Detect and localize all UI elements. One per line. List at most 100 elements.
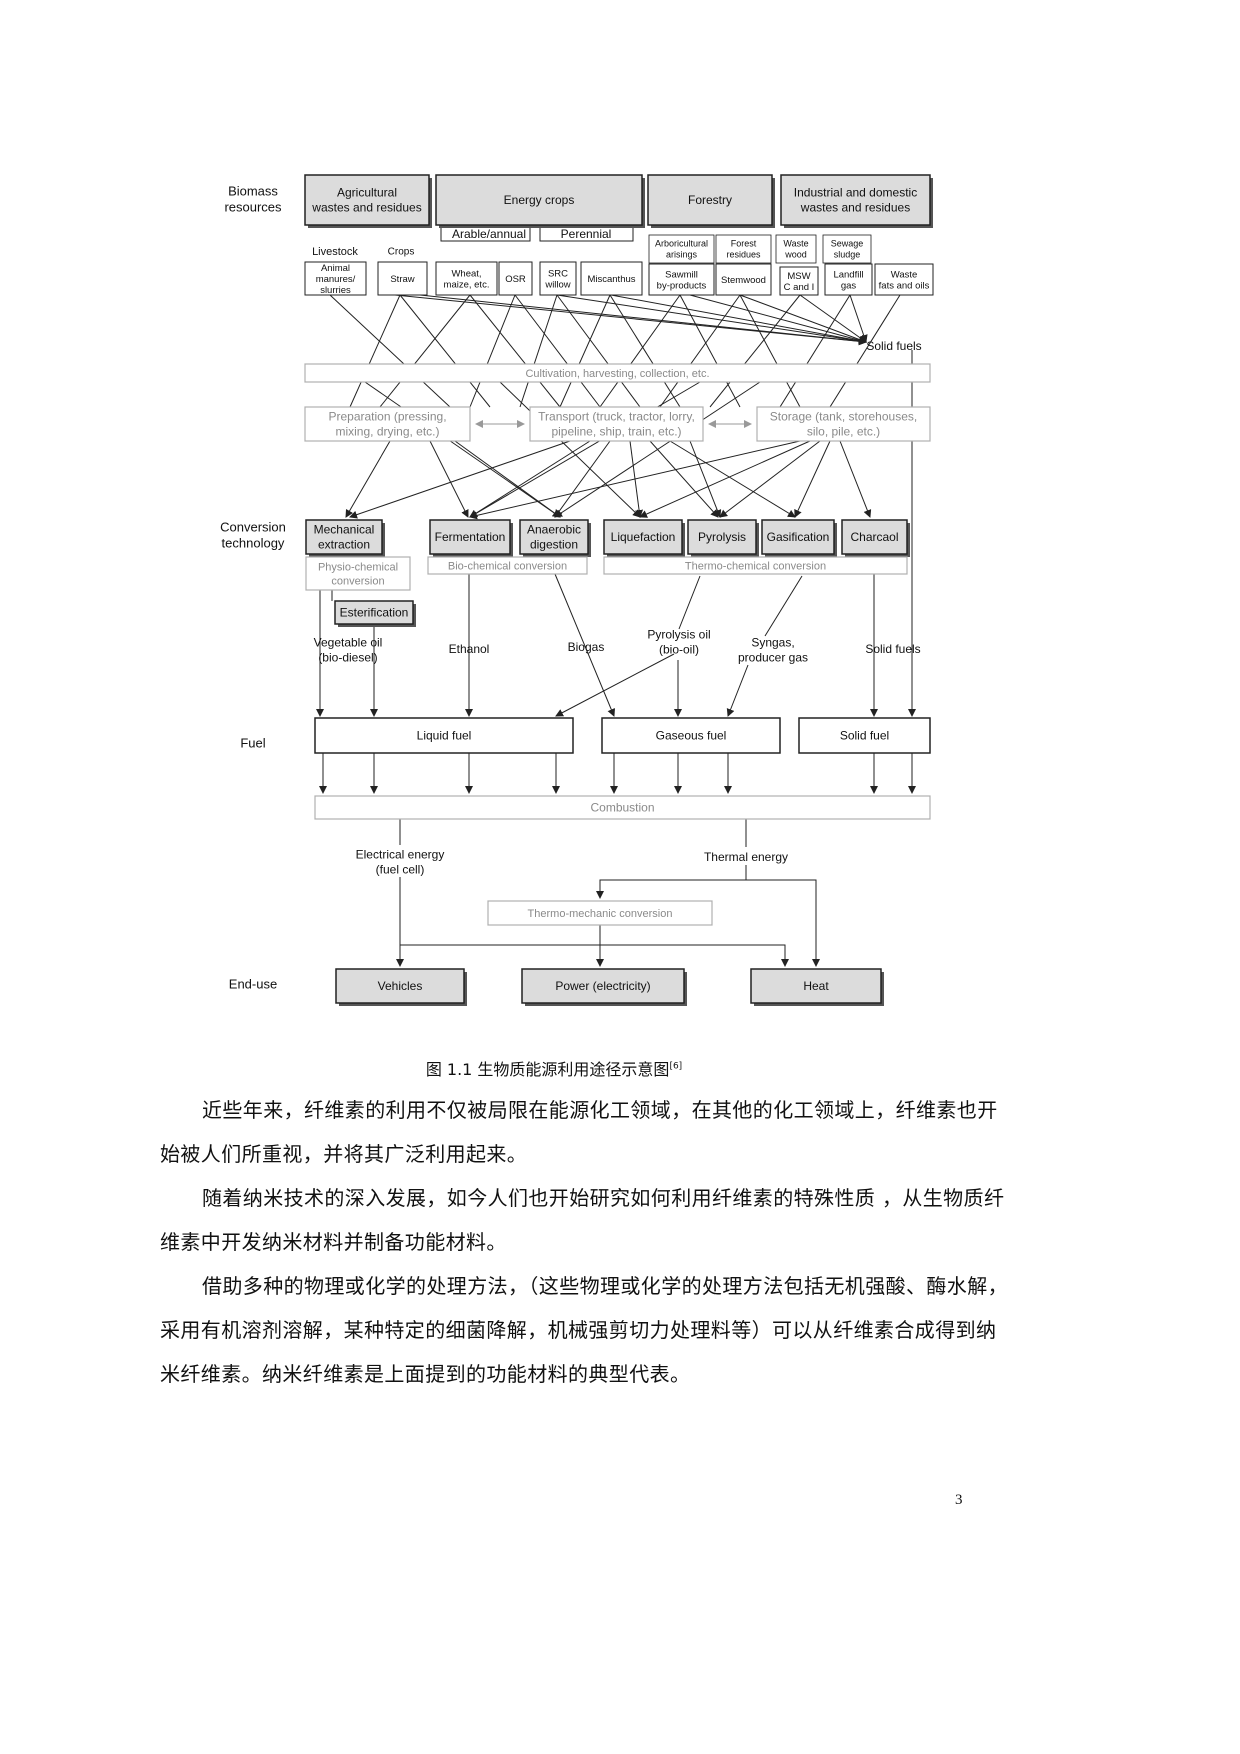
waste-fats-box bbox=[874, 263, 934, 296]
miscanthus-box bbox=[580, 261, 643, 296]
row-label-fuel: Fuel bbox=[240, 736, 265, 751]
resource-link-13 bbox=[659, 294, 741, 408]
connector-lines bbox=[316, 225, 916, 967]
thermo-chemical-box-label: Thermo-chemical conversion bbox=[685, 560, 826, 572]
liquid-fuel-box bbox=[314, 717, 574, 754]
cultivation-bar bbox=[304, 363, 931, 383]
to-technology-13 bbox=[794, 440, 831, 518]
power-box bbox=[521, 968, 685, 1004]
thermal-energy-label: Thermal energy bbox=[704, 850, 788, 864]
src-willow-box bbox=[539, 261, 577, 296]
esterification-box-label: Esterification bbox=[340, 606, 409, 620]
bio-chemical-box bbox=[427, 556, 588, 575]
resource-link-2 bbox=[399, 294, 491, 408]
resource-link-11 bbox=[599, 294, 681, 408]
stemwood-box bbox=[715, 263, 772, 296]
charcoal-box bbox=[841, 519, 908, 555]
vehicles-box bbox=[335, 968, 465, 1004]
paragraph-2: 随着纳米技术的深入发展，如今人们也开始研究如何利用纤维素的特殊性质 ，从生物质纤… bbox=[160, 1186, 1005, 1254]
msw-box bbox=[779, 266, 819, 296]
arable-bracket bbox=[440, 225, 531, 242]
gasification-to-syngas bbox=[764, 575, 803, 637]
thermo-mechanic-box bbox=[487, 900, 713, 926]
preparation-box-label: Preparation (pressing,mixing, drying, et… bbox=[328, 410, 446, 439]
arable-label: Arable/annual bbox=[452, 227, 526, 241]
liquefaction-box bbox=[603, 519, 683, 555]
solid-fuel-box-label: Solid fuel bbox=[840, 729, 889, 743]
to-technology-9 bbox=[689, 440, 722, 518]
forestry-box-label: Forestry bbox=[688, 193, 732, 207]
preparation-box bbox=[304, 406, 471, 442]
gasification-box bbox=[761, 519, 835, 555]
mechanical-extraction-box bbox=[305, 519, 383, 555]
resource-link-1 bbox=[349, 294, 401, 408]
crops-label: Crops bbox=[388, 247, 415, 258]
thermo-mechanic-box-label: Thermo-mechanic conversion bbox=[528, 908, 673, 920]
resource-link-10 bbox=[609, 294, 681, 408]
fermentation-box-label: Fermentation bbox=[435, 530, 506, 544]
forestry-box bbox=[647, 174, 773, 226]
liquid-fuel-box-label: Liquid fuel bbox=[417, 729, 472, 743]
solid-fuels-top-label: Solid fuels bbox=[866, 339, 921, 353]
forest-residues-box bbox=[715, 234, 772, 264]
sawmill-box bbox=[648, 263, 715, 296]
combustion-bar bbox=[314, 795, 931, 820]
resource-link-8 bbox=[556, 294, 641, 408]
perennial-bracket bbox=[539, 225, 634, 242]
straw-box bbox=[377, 261, 428, 296]
anaerobic-digestion-box bbox=[519, 519, 589, 555]
landfill-box bbox=[824, 263, 873, 296]
physio-chemical-box bbox=[305, 556, 411, 591]
waste-wood-box bbox=[775, 234, 817, 264]
industrial-box bbox=[780, 174, 931, 226]
anaerobic-to-gaseous bbox=[554, 573, 616, 717]
solid-fuels-label: Solid fuels bbox=[865, 642, 920, 656]
to-technology-0 bbox=[345, 440, 391, 518]
paragraph-1: 近些年来，纤维素的利用不仅被局限在能源化工领域，在其他的化工领域上，纤维素也开始… bbox=[160, 1098, 998, 1166]
bio-chemical-box-label: Bio-chemical conversion bbox=[448, 560, 567, 572]
to-technology-18 bbox=[554, 381, 761, 518]
to-solid-fuels-2 bbox=[556, 294, 867, 345]
pyrolysis-oil-label: Pyrolysis oil(bio-oil) bbox=[647, 628, 710, 657]
to-technology-11 bbox=[639, 440, 811, 518]
resource-link-16 bbox=[779, 294, 851, 408]
biogas-label: Biogas bbox=[568, 640, 605, 654]
to-technology-12 bbox=[719, 440, 821, 518]
osr-box-label: OSR bbox=[505, 274, 526, 285]
to-technology-10 bbox=[469, 440, 801, 520]
resource-link-6 bbox=[469, 294, 516, 408]
power-box-label: Power (electricity) bbox=[555, 979, 650, 993]
resource-link-14 bbox=[739, 294, 801, 408]
resource-link-3 bbox=[379, 294, 471, 408]
resource-link-7 bbox=[519, 294, 558, 408]
to-solid-fuels-5 bbox=[739, 294, 867, 344]
to-solid-fuels-1 bbox=[419, 294, 867, 346]
osr-box bbox=[498, 261, 533, 296]
to-technology-5 bbox=[554, 440, 611, 518]
pyrolysis-to-oil bbox=[678, 575, 701, 630]
esterification-box bbox=[334, 600, 414, 625]
transport-box bbox=[529, 406, 704, 442]
fermentation-box bbox=[429, 519, 511, 555]
to-technology-17 bbox=[469, 381, 701, 518]
solid-fuel-box bbox=[798, 717, 931, 754]
syngas-to-gaseous bbox=[726, 664, 749, 717]
paragraph-3: 借助多种的物理或化学的处理方法，（这些物理或化学的处理方法包括无机强酸、酶水解，… bbox=[160, 1274, 1008, 1386]
to-technology-1 bbox=[429, 440, 469, 518]
arboricultural-box bbox=[648, 234, 715, 264]
row-label-end-use: End-use bbox=[229, 977, 277, 992]
stemwood-box-label: Stemwood bbox=[721, 275, 766, 286]
caption-text: 图 1.1 生物质能源利用途径示意图 bbox=[425, 1060, 670, 1079]
livestock-label: Livestock bbox=[312, 246, 358, 258]
gasification-box-label: Gasification bbox=[767, 530, 830, 544]
wheat-maize-box bbox=[435, 261, 498, 296]
wheat-maize-box-label: Wheat,maize, etc. bbox=[444, 268, 490, 290]
storage-box-label: Storage (tank, storehouses,silo, pile, e… bbox=[770, 410, 917, 439]
vehicles-box-label: Vehicles bbox=[378, 979, 423, 993]
